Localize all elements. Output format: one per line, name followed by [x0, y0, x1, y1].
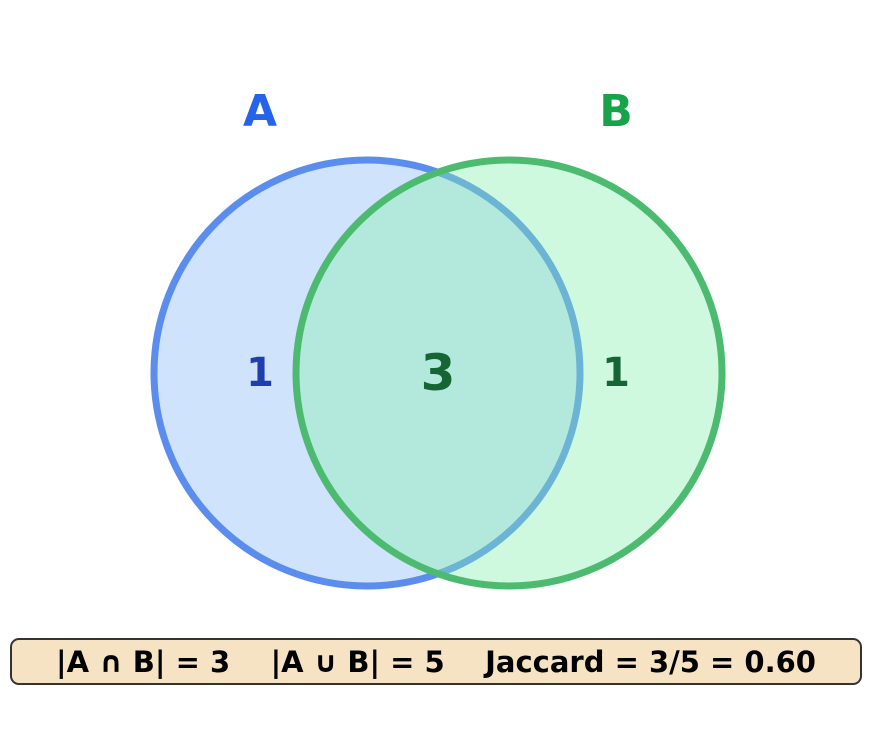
set-a-label: A — [243, 86, 277, 137]
intersection-size: |A ∩ B| = 3 — [56, 644, 231, 679]
set-b-circle — [292, 156, 726, 590]
intersection-count: 3 — [421, 344, 456, 402]
set-b-label: B — [599, 86, 633, 137]
a-only-count: 1 — [246, 350, 274, 396]
jaccard-index: Jaccard = 3/5 = 0.60 — [485, 644, 816, 679]
b-only-count: 1 — [602, 350, 630, 396]
summary-box: |A ∩ B| = 3 |A ∪ B| = 5 Jaccard = 3/5 = … — [10, 638, 862, 685]
set-a-circle — [150, 156, 584, 590]
union-size: |A ∪ B| = 5 — [270, 644, 445, 679]
